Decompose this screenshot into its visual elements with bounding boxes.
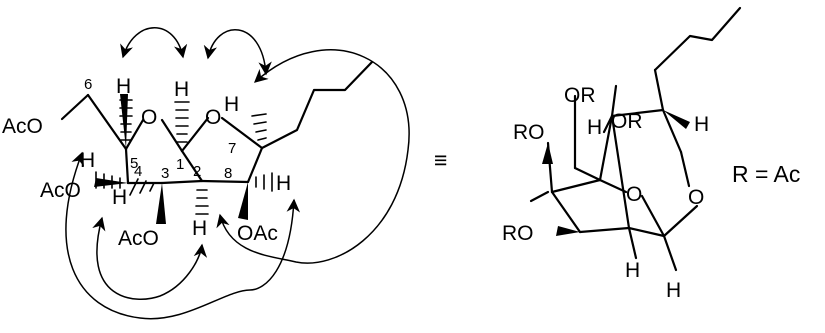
label-h3: H [112,186,127,209]
hash-h2 [195,189,209,215]
bond-c5-c6 [86,93,128,151]
label-h-b: H [694,113,709,136]
butyl-chain-right [653,6,742,72]
bond-c4-ro [529,190,550,203]
bond-c8-o [679,150,691,188]
label-h7: H [224,93,239,116]
label-h4: H [80,149,95,172]
hash-h7 [251,113,267,141]
bond-h-c6 [602,114,614,134]
label-h-a: H [587,116,602,139]
label-h-d: H [666,279,681,302]
label-h5: H [116,75,131,98]
wedge-c3-ro [556,226,580,236]
bond-chain-base [653,68,665,112]
wedge-bond-c8-oac [238,182,248,220]
locant-3: 3 [161,165,169,182]
label-o-bridge1: O [626,183,642,206]
bond-c6-c7 [610,108,665,118]
bond-o-anomeric [640,194,666,238]
bond-h-anomeric [662,234,678,272]
arrow-h5-h1 [120,27,188,59]
hash-h8 [255,172,273,192]
bond-c3-c2 [578,226,631,234]
right-structure: OR OR RO RO O O H H H H [502,6,742,302]
label-h-c: H [625,259,640,282]
bond-c5-c6 [598,114,614,182]
hash-h3 [129,178,155,196]
label-aco-c3: AcO [118,227,159,250]
equivalence-symbol: ≡ [434,147,447,173]
label-furan-oxygen: O [205,106,221,129]
left-structure: AcO O O AcO AcO OAc H H H H H H H 6 5 1 … [2,60,374,250]
wedge-bond-c3-oac [156,183,166,224]
butyl-chain [260,60,374,150]
bond-c5-o [124,118,145,151]
arrow-h7-h2 [216,49,410,264]
label-or-top: OR [564,84,596,107]
hash-h1 [174,101,190,143]
bond-o-c1 [160,118,184,153]
label-ro-left: RO [513,121,545,144]
bond-c6-or [610,84,618,118]
bond-c1-ofuran [180,116,210,153]
label-or-mid: OR [611,110,643,133]
label-h2: H [192,217,207,240]
label-ro-bottom: RO [502,222,534,245]
locant-7: 7 [228,140,236,157]
bond-h-c2 [627,226,638,260]
hash-h5 [119,99,133,141]
wedge-c4-ro-top [542,143,553,164]
label-h1: H [174,78,189,101]
bond-c4-c3 [550,190,582,234]
bond-c2-bridge [610,114,631,230]
label-o-bridge2: O [688,186,704,209]
bond-c7-c8 [661,108,683,154]
locant-1: 1 [176,156,184,173]
bond-o2-anomeric [662,204,699,238]
arrow-h1-h7 [203,29,272,76]
locant-2: 2 [193,163,201,180]
correlation-arrows [65,27,410,320]
locant-6: 6 [84,76,92,93]
label-oac-c8: OAc [237,222,278,245]
locant-4: 4 [134,163,142,180]
label-h8: H [276,172,291,195]
bond-c6-oac [60,93,90,121]
legend-r-equals-ac: R = Ac [732,161,800,187]
label-aco-c6: AcO [2,115,43,138]
arrow-h3-h2 [92,216,208,300]
label-ring-oxygen: O [141,106,157,129]
arrow-h4-h8 [65,151,301,320]
bond-c4-c5 [124,147,130,185]
label-aco-c4: AcO [40,179,81,202]
bond-ring-o [598,178,628,194]
bond-c7-c8 [246,146,264,184]
bond-c4-c5 [550,178,602,194]
wedge-c7-h [663,110,690,129]
bond-c2-c1 [627,226,666,238]
bond-ch2-ring [573,166,602,182]
locant-8: 8 [224,165,232,182]
